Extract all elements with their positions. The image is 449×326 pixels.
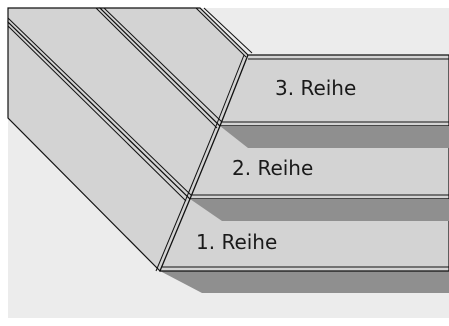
seam-line-3b <box>203 7 253 54</box>
row-1-label: 1. Reihe <box>196 230 277 254</box>
row-3-step <box>219 54 449 127</box>
row-3-miter-double-line <box>215 54 245 127</box>
row-2-label: 2. Reihe <box>232 156 313 180</box>
row-3-label: 3. Reihe <box>275 76 356 100</box>
seam-line-1b <box>7 17 194 198</box>
seam-line-1a <box>7 25 187 202</box>
seam-line-3a <box>195 7 247 58</box>
seam-line-2a <box>95 7 218 129</box>
row-2-top-shadow-overlay <box>220 126 449 148</box>
row-1-shadow <box>160 271 449 293</box>
row-1-top-shadow-overlay <box>190 199 449 221</box>
row-2-miter-double-line <box>185 125 217 200</box>
seam-line-2b <box>103 7 225 125</box>
row-1-miter-double-line <box>155 198 187 272</box>
